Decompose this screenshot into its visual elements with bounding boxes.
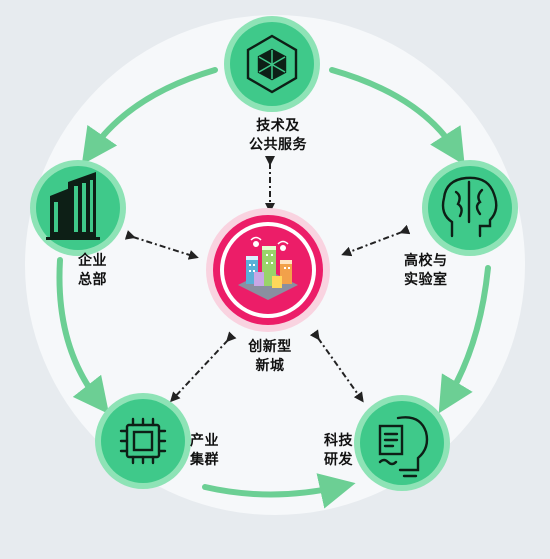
label-rnd-line1: 科技 — [324, 433, 353, 449]
smart-city-icon — [238, 236, 298, 300]
label-center-line2: 新城 — [255, 358, 285, 374]
label-industry-line1: 产业 — [190, 433, 219, 449]
node-hq — [30, 160, 126, 256]
label-rnd-line2: 研发 — [324, 452, 353, 468]
node-university — [422, 160, 518, 256]
label-rnd: 科技 研发 — [324, 432, 353, 470]
cycle-arrow-industry-to-rnd — [202, 473, 356, 509]
node-industry — [95, 393, 191, 489]
label-center: 创新型 新城 — [240, 338, 300, 376]
node-rnd — [354, 395, 450, 491]
label-industry-line2: 集群 — [190, 452, 219, 468]
cycle-arrows — [56, 67, 491, 509]
lightbulb-document-icon — [378, 416, 429, 478]
center-node — [206, 208, 330, 332]
brain-icon — [441, 176, 498, 238]
cycle-arrow-university-to-rnd — [438, 265, 491, 414]
connector-hq — [124, 230, 199, 260]
label-industry: 产业 集群 — [190, 432, 219, 470]
connector-rnd — [309, 329, 364, 403]
label-center-line1: 创新型 — [248, 339, 292, 355]
label-university: 高校与 实验室 — [404, 252, 448, 290]
label-hq-line1: 企业 — [78, 253, 107, 269]
cycle-arrow-tech-to-university — [329, 67, 465, 166]
label-hq: 企业 总部 — [78, 252, 107, 290]
center-connectors — [124, 156, 411, 403]
label-tech-service: 技术及 公共服务 — [238, 117, 318, 155]
cycle-arrow-hq-to-industry — [56, 257, 110, 415]
cycle-arrow-tech-to-hq — [81, 67, 218, 165]
label-university-line1: 高校与 — [404, 253, 448, 269]
label-university-line2: 实验室 — [404, 272, 448, 288]
cube-icon — [246, 34, 298, 94]
label-tech-service-line1: 技术及 — [256, 118, 300, 134]
building-icon — [46, 172, 100, 240]
node-tech-service — [224, 16, 320, 112]
connector-university — [341, 224, 411, 257]
chip-icon — [119, 417, 167, 465]
label-hq-line2: 总部 — [78, 272, 107, 288]
label-tech-service-line2: 公共服务 — [249, 137, 307, 153]
